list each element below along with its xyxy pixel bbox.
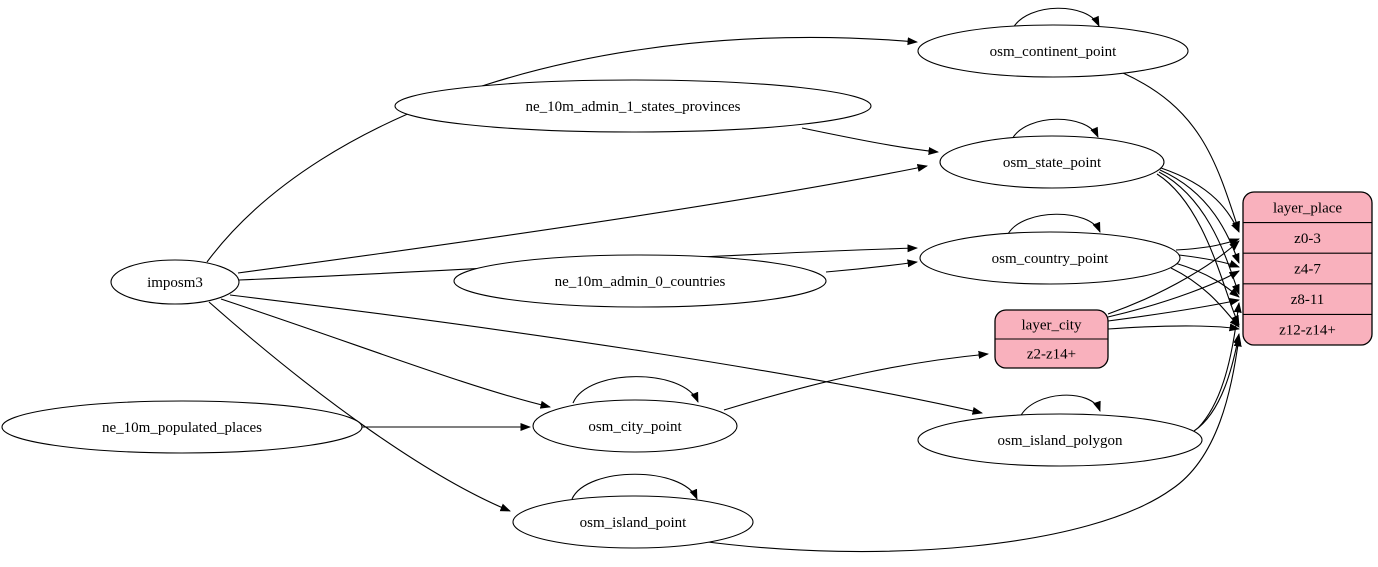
node-shape-osm_city_point bbox=[532, 399, 738, 453]
edge-osm-country-point-layer-place-z0-3 bbox=[1175, 238, 1240, 251]
record-row-layer_place-z4-7: z4-7 bbox=[1294, 262, 1321, 278]
edge-osm-state-point-layer-place-z0-3 bbox=[1160, 167, 1240, 233]
edge-osm-country-point-layer-place-z12-z14- bbox=[1170, 267, 1240, 328]
node-osm_island_polygon: osm_island_polygon bbox=[917, 413, 1203, 467]
self-loop-edge-osm-country-point-osm-country-point bbox=[1007, 213, 1101, 235]
node-label-osm_island_point: osm_island_point bbox=[580, 515, 688, 531]
node-ne_10m_populated_places: ne_10m_populated_places bbox=[1, 400, 363, 454]
edge-imposm3-osm-island-point bbox=[208, 301, 511, 512]
node-layer_place: layer_place z0-3 z4-7 z8-11 z12-z14+ bbox=[1242, 191, 1373, 346]
node-osm_city_point: osm_city_point bbox=[532, 399, 738, 453]
edge-ne-10m-admin-1-states-provinces-osm-state-point bbox=[801, 127, 939, 155]
edge-imposm3-osm-continent-point bbox=[206, 36, 918, 263]
node-shape-osm_state_point bbox=[939, 135, 1165, 189]
node-label-imposm3: imposm3 bbox=[147, 275, 203, 291]
edge-ne-10m-admin-0-countries-osm-country-point bbox=[825, 259, 918, 273]
edge-osm-continent-point-layer-place-z0-3 bbox=[1122, 72, 1240, 232]
node-label-osm_island_polygon: osm_island_polygon bbox=[997, 433, 1123, 449]
record-row-layer_place-z0-3: z0-3 bbox=[1294, 231, 1321, 247]
node-layer_city: layer_city z2-z14+ bbox=[994, 309, 1109, 369]
self-loop-edge-osm-city-point-osm-city-point bbox=[572, 376, 699, 404]
edge-imposm3-osm-state-point bbox=[237, 163, 928, 274]
node-imposm3: imposm3 bbox=[110, 259, 240, 305]
edge-layer-city-layer-place-z8-11 bbox=[1107, 298, 1240, 322]
node-shape-ne_10m_populated_places bbox=[1, 400, 363, 454]
edge-imposm3-osm-city-point bbox=[220, 298, 551, 409]
record-title-layer_city: layer_city bbox=[1022, 318, 1082, 334]
node-shape-osm_country_point bbox=[919, 231, 1181, 285]
node-label-ne_10m_populated_places: ne_10m_populated_places bbox=[102, 420, 262, 436]
edge-osm-country-point-layer-place-z8-11 bbox=[1174, 262, 1240, 298]
record-row-layer_place-z8-11: z8-11 bbox=[1291, 292, 1325, 308]
edge-osm-state-point-layer-place-z8-11 bbox=[1158, 171, 1240, 295]
self-loop-edge-osm-island-point-osm-island-point bbox=[571, 473, 698, 500]
edge-osm-island-point-layer-place-z12-z14- bbox=[699, 336, 1242, 553]
edge-layer-city-layer-place-z0-3 bbox=[1107, 240, 1240, 315]
edge-osm-island-polygon-layer-place-z8-11 bbox=[1197, 302, 1242, 429]
node-label-osm_state_point: osm_state_point bbox=[1003, 155, 1102, 171]
node-shape-imposm3 bbox=[110, 259, 240, 305]
self-loop-edge-osm-state-point-osm-state-point bbox=[1011, 118, 1099, 140]
node-label-osm_city_point: osm_city_point bbox=[588, 419, 682, 435]
node-shape-osm_island_polygon bbox=[917, 413, 1203, 467]
record-title-layer_place: layer_place bbox=[1273, 200, 1342, 216]
record-row-layer_city-z2-z14-: z2-z14+ bbox=[1027, 347, 1076, 363]
edge-osm-country-point-layer-place-z4-7 bbox=[1178, 254, 1240, 268]
node-osm_continent_point: osm_continent_point bbox=[917, 24, 1189, 78]
node-shape-ne_10m_admin_0_countries bbox=[453, 254, 827, 308]
edge-imposm3-osm-island-polygon bbox=[229, 294, 983, 415]
self-loop-edge-osm-island-polygon-osm-island-polygon bbox=[1019, 394, 1101, 418]
edge-layer-city-layer-place-z12-z14- bbox=[1107, 323, 1240, 332]
node-osm_island_point: osm_island_point bbox=[512, 495, 754, 549]
edge-osm-city-point-layer-city-z2-z14- bbox=[723, 350, 989, 411]
record-shape-layer_place bbox=[1242, 191, 1373, 346]
node-ne_10m_admin_1_states_provinces: ne_10m_admin_1_states_provinces bbox=[394, 79, 872, 133]
node-ne_10m_admin_0_countries: ne_10m_admin_0_countries bbox=[453, 254, 827, 308]
edges-layer bbox=[206, 7, 1242, 553]
node-shape-ne_10m_admin_1_states_provinces bbox=[394, 79, 872, 133]
node-osm_state_point: osm_state_point bbox=[939, 135, 1165, 189]
edge-osm-state-point-layer-place-z12-z14- bbox=[1156, 173, 1240, 326]
node-label-ne_10m_admin_0_countries: ne_10m_admin_0_countries bbox=[555, 274, 726, 290]
self-loop-edge-osm-continent-point-osm-continent-point bbox=[1012, 7, 1100, 29]
edge-osm-state-point-layer-place-z4-7 bbox=[1159, 169, 1240, 264]
node-osm_country_point: osm_country_point bbox=[919, 231, 1181, 285]
node-label-ne_10m_admin_1_states_provinces: ne_10m_admin_1_states_provinces bbox=[526, 99, 741, 115]
node-shape-osm_island_point bbox=[512, 495, 754, 549]
nodes-layer: imposm3 ne_10m_admin_1_states_provincesne… bbox=[1, 24, 1373, 549]
record-row-layer_place-z12-z14-: z12-z14+ bbox=[1279, 323, 1336, 339]
node-shape-osm_continent_point bbox=[917, 24, 1189, 78]
node-label-osm_continent_point: osm_continent_point bbox=[990, 44, 1117, 60]
edge-layer-city-layer-place-z4-7 bbox=[1107, 270, 1240, 318]
node-label-osm_country_point: osm_country_point bbox=[992, 251, 1109, 267]
